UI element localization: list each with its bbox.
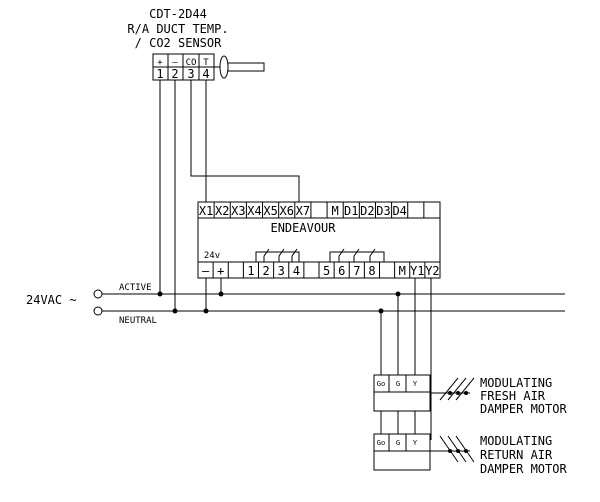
controller-terminal-X6: X6 <box>280 204 294 218</box>
controller-terminal-sym1: + <box>217 264 224 278</box>
controller-terminal-sym0: – <box>202 264 210 278</box>
controller-terminal-4: 4 <box>293 264 300 278</box>
neutral-line-label: NEUTRAL <box>119 316 157 326</box>
controller-terminal-M: M <box>332 204 339 218</box>
sensor-terminal-2: 2 <box>171 67 178 81</box>
relay-contacts-5-8 <box>329 248 385 262</box>
sensor-pin-label-t: T <box>203 58 209 68</box>
motor1-label-line3: DAMPER MOTOR <box>480 402 567 416</box>
controller-terminal-2: 2 <box>262 264 269 278</box>
junction-dots <box>157 291 418 443</box>
controller-terminal-1: 1 <box>247 264 254 278</box>
relay-contacts-1-4 <box>255 248 300 262</box>
controller-terminal-X3: X3 <box>231 204 245 218</box>
sensor-description-line2: / CO2 SENSOR <box>135 36 222 50</box>
wiring <box>159 80 432 440</box>
controller-terminal-D2: D2 <box>360 204 374 218</box>
sensor-model-label: CDT-2D44 <box>149 7 207 21</box>
controller-terminal-6: 6 <box>338 264 345 278</box>
sensor-pin-label-plus: + <box>157 58 163 68</box>
motor2-terminal-g: G <box>396 439 400 447</box>
controller-terminal-Y1: Y1 <box>410 264 424 278</box>
controller-terminal-D3: D3 <box>376 204 390 218</box>
controller-terminal-Y2: Y2 <box>425 264 439 278</box>
sensor-terminal-4: 4 <box>202 67 209 81</box>
motor1-label-line1: MODULATING <box>480 376 552 390</box>
sensor-probe <box>214 55 265 79</box>
motor2-label-line2: RETURN AIR <box>480 448 553 462</box>
motor1-label-line2: FRESH AIR <box>480 389 546 403</box>
motor2-label-line3: DAMPER MOTOR <box>480 462 567 476</box>
sensor-pin-label-co: CO <box>186 58 197 68</box>
motor1-terminal-y: Y <box>413 380 418 388</box>
sensor-description-line1: R/A DUCT TEMP. <box>127 22 228 36</box>
controller-terminal-M: M <box>399 264 406 278</box>
controller-terminal-X2: X2 <box>215 204 229 218</box>
controller-terminal-X7: X7 <box>296 204 310 218</box>
sensor-terminal-1: 1 <box>156 67 163 81</box>
fresh-air-damper-motor: Go G Y MODULATING FRESH AIR DAMPER MOTOR <box>373 374 567 416</box>
controller-terminal-X4: X4 <box>247 204 261 218</box>
controller-terminal-X5: X5 <box>263 204 277 218</box>
controller-supply-label: 24v <box>204 251 220 261</box>
motor2-terminal-go: Go <box>377 439 385 447</box>
sensor-pin-label-minus: – <box>172 58 178 68</box>
controller-terminal-D4: D4 <box>392 204 406 218</box>
controller-terminal-7: 7 <box>353 264 360 278</box>
motor1-terminal-g: G <box>396 380 400 388</box>
motor1-terminal-go: Go <box>377 380 385 388</box>
controller-terminal-8: 8 <box>368 264 375 278</box>
return-air-damper-motor: Go G Y MODULATING RETURN AIR DAMPER MOTO… <box>373 433 567 476</box>
controller-terminal-X1: X1 <box>199 204 213 218</box>
supply-input: 24VAC ~ ACTIVE NEUTRAL <box>26 283 157 326</box>
controller-terminal-3: 3 <box>278 264 285 278</box>
sensor-terminal-3: 3 <box>187 67 194 81</box>
supply-voltage-label: 24VAC ~ <box>26 293 77 307</box>
controller-terminal-5: 5 <box>323 264 330 278</box>
active-line-label: ACTIVE <box>119 283 152 293</box>
controller-name: ENDEAVOUR <box>270 221 336 235</box>
motor2-label-line1: MODULATING <box>480 434 552 448</box>
sensor-terminal-block: + – CO T 1 2 3 4 <box>152 53 215 81</box>
controller-terminal-D1: D1 <box>344 204 358 218</box>
motor2-terminal-y: Y <box>413 439 418 447</box>
